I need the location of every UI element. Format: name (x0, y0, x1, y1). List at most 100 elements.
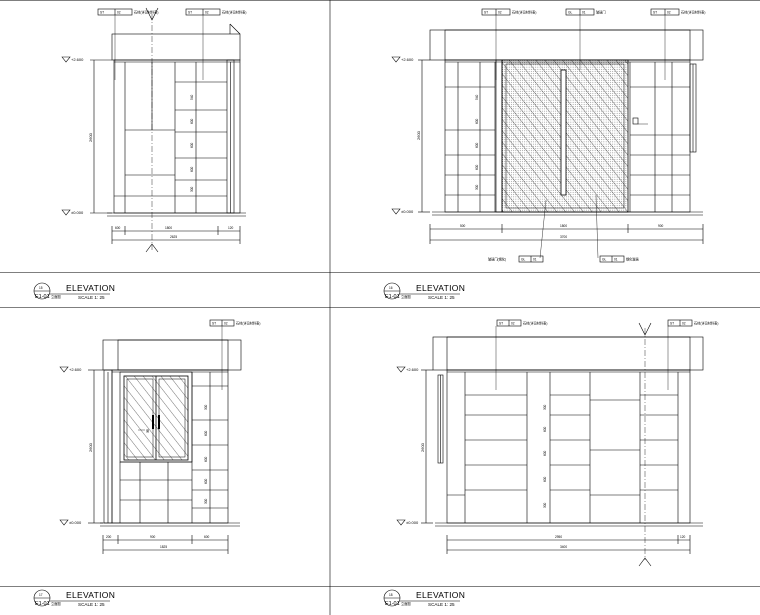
elevation-title: ELEVATION (66, 590, 115, 600)
dim-label: 300 (190, 186, 194, 192)
scale-label: SCALE 1: 25 (428, 602, 455, 607)
level-bottom: ±0.000 (401, 209, 414, 214)
tag-code: ST (653, 11, 657, 15)
elevation-index: 15 (39, 286, 43, 290)
wall-panel (446, 369, 691, 524)
elevation-15-text: ST 02 石材(详见材料表) ST 02 石材(详见材料表) +2.600 ±… (71, 10, 246, 240)
dim-label: 300 (204, 404, 208, 410)
callout-note: 玻璃门(钢化) (488, 257, 506, 262)
dim-label: 300 (475, 184, 479, 190)
tag-code: ST (188, 11, 192, 15)
elevation-18-text: ST 02 石材(详见材料表) ST 02 石材(详见材料表) +2.600 ±… (406, 321, 718, 550)
tag-code: 01 (533, 258, 537, 262)
level-bottom: ±0.000 (406, 520, 419, 525)
dim-label: 600 (543, 476, 547, 482)
dim-label: 500 (460, 224, 466, 228)
scale-label: SCALE 1: 25 (78, 602, 105, 607)
dim-label: 540 (475, 94, 479, 100)
tag-note: 玻璃门 (596, 10, 606, 15)
elevation-17 (59, 319, 242, 554)
level-bottom: ±0.000 (69, 520, 82, 525)
level-top: +2.600 (69, 367, 82, 372)
sheet-ref: E1-01 (385, 294, 400, 300)
elevation-title: ELEVATION (66, 283, 115, 293)
window-handle (152, 415, 154, 429)
tag-note: 石材(详见材料表) (512, 10, 536, 15)
tag-code: 02 (205, 11, 209, 15)
section-arrow-icon (145, 243, 159, 253)
elevation-17-text: ST 02 石材(详见材料表) 窗 +2.600 ±0.000 2600 200… (69, 321, 260, 550)
dim-label: 600 (475, 164, 479, 170)
dim-label: 600 (190, 118, 194, 124)
glass-door (501, 59, 629, 213)
height-dim: 2600 (88, 442, 93, 452)
level-top: +2.600 (406, 367, 419, 372)
scale-label: SCALE 1: 25 (428, 295, 455, 300)
sheet-suffix: 立面图 (51, 294, 61, 299)
dim-label: 540 (190, 94, 194, 100)
tag-code: 02 (667, 11, 671, 15)
tag-note: 石材(详见材料表) (681, 10, 705, 15)
window-note: 窗 (146, 428, 149, 433)
elevation-16-text: ST 02 石材(详见材料表) GL 01 玻璃门 ST 02 石材(详见材料表… (401, 10, 705, 262)
elevation-15 (61, 7, 246, 253)
dim-total: 2625 (170, 235, 177, 239)
height-dim: 2600 (420, 442, 425, 452)
ceiling-bulkhead (102, 339, 242, 371)
section-arrow-icon (638, 322, 652, 336)
tag-note: 石材(详见材料表) (236, 321, 260, 326)
tag-code: 02 (117, 11, 121, 15)
dim-label: 600 (190, 166, 194, 172)
sheet-ref: E1-01 (35, 294, 50, 300)
door-handle (560, 69, 567, 196)
sheet-suffix: 立面图 (401, 601, 411, 606)
dim-label: 600 (475, 118, 479, 124)
title-block-16: 16 E1-01 立面图 ELEVATION SCALE 1: 25 (383, 282, 465, 300)
tag-code: 02 (224, 322, 228, 326)
tag-code: 01 (582, 11, 586, 15)
tag-code: ST (212, 322, 216, 326)
tag-note: 石材(详见材料表) (134, 10, 158, 15)
dim-label: 600 (115, 226, 121, 230)
height-dim: 2600 (416, 130, 421, 140)
dim-label: 300 (204, 498, 208, 504)
dim-label: 2950 (555, 535, 562, 539)
dim-label: 1800 (560, 224, 567, 228)
sheet-suffix: 立面图 (401, 294, 411, 299)
dim-label: 600 (543, 426, 547, 432)
height-dim: 2600 (88, 132, 93, 142)
level-top: +2.600 (401, 57, 414, 62)
window-handle (158, 415, 160, 429)
title-block-18: 18 E1-01 立面图 ELEVATION SCALE 1: 25 (383, 589, 465, 607)
dim-total: 1825 (160, 545, 167, 549)
tag-code: 02 (511, 322, 515, 326)
tag-code: ST (484, 11, 488, 15)
ceiling-bulkhead (432, 336, 704, 371)
dim-total: 3400 (560, 545, 567, 549)
callout-note: 钢化玻璃 (626, 257, 640, 262)
tag-code: GL (568, 11, 572, 15)
tag-note: 石材(详见材料表) (694, 321, 718, 326)
title-block-17: 17 E1-01 立面图 ELEVATION SCALE 1: 25 (33, 589, 115, 607)
dim-label: 600 (204, 456, 208, 462)
section-arrow-icon (638, 557, 652, 567)
dim-label: 600 (204, 478, 208, 484)
tag-code: ST (499, 322, 503, 326)
sheet-ref: E1-01 (35, 601, 50, 607)
tag-code: GL (521, 258, 525, 262)
window (123, 375, 189, 461)
tag-code: GL (602, 258, 606, 262)
wall-panel (113, 59, 241, 214)
dim-label: 600 (204, 430, 208, 436)
dim-label: 300 (543, 404, 547, 410)
tag-note: 石材(详见材料表) (523, 321, 547, 326)
dim-label: 600 (475, 142, 479, 148)
dim-label: 200 (106, 535, 112, 539)
elevation-title: ELEVATION (416, 590, 465, 600)
ceiling-bulkhead (111, 33, 241, 61)
dim-label: 900 (150, 535, 156, 539)
elevation-index: 17 (39, 593, 43, 597)
title-block-15: 15 E1-01 立面图 ELEVATION SCALE 1: 25 (33, 282, 115, 300)
